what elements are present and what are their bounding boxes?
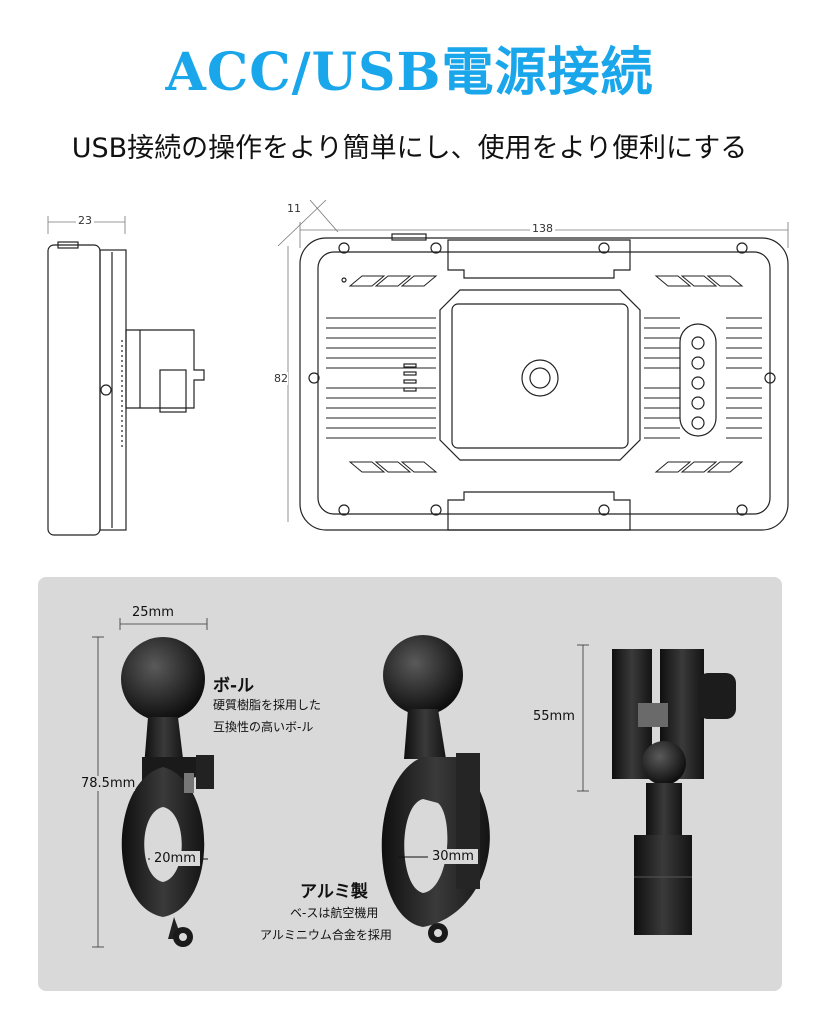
alu-desc-1: ベ-スは航空機用: [290, 906, 379, 920]
clamp-large-label: 30mm: [428, 849, 478, 864]
clamp-small-label: 20mm: [150, 851, 200, 866]
depth-dimension: 23: [76, 214, 94, 227]
page-subtitle: USB接続の操作をより簡単にし、使用をより便利にする: [71, 133, 748, 164]
height-dimension: 82: [274, 372, 288, 385]
total-height-label: 78.5mm: [81, 776, 136, 791]
page-title: ACC/USB電源接続: [165, 42, 654, 103]
width-dimension: 138: [530, 222, 555, 235]
ball-title: ボ-ル: [213, 676, 255, 696]
ball-desc-1: 硬質樹脂を採用した: [213, 698, 322, 712]
mount-ball-clamp-20: [121, 637, 214, 947]
mount-illustration: [92, 618, 736, 948]
mount-arm: [612, 649, 736, 935]
arm-height-label: 55mm: [533, 709, 575, 724]
front-view: [277, 199, 789, 531]
alu-title: アルミ製: [300, 882, 368, 902]
side-view: [47, 216, 205, 536]
technical-drawing: [47, 199, 789, 536]
ball-desc-2: 互換性の高いボ-ル: [213, 720, 314, 734]
mount-panel: 25mm 78.5mm 20mm 30mm 55mm ボ-ル 硬質樹脂を採用した…: [38, 577, 782, 991]
mount-ball-clamp-30: [381, 635, 490, 943]
alu-desc-2: アルミニウム合金を採用: [260, 928, 392, 942]
ball-diameter-label: 25mm: [132, 605, 174, 620]
corner-dimension: 11: [287, 202, 301, 215]
